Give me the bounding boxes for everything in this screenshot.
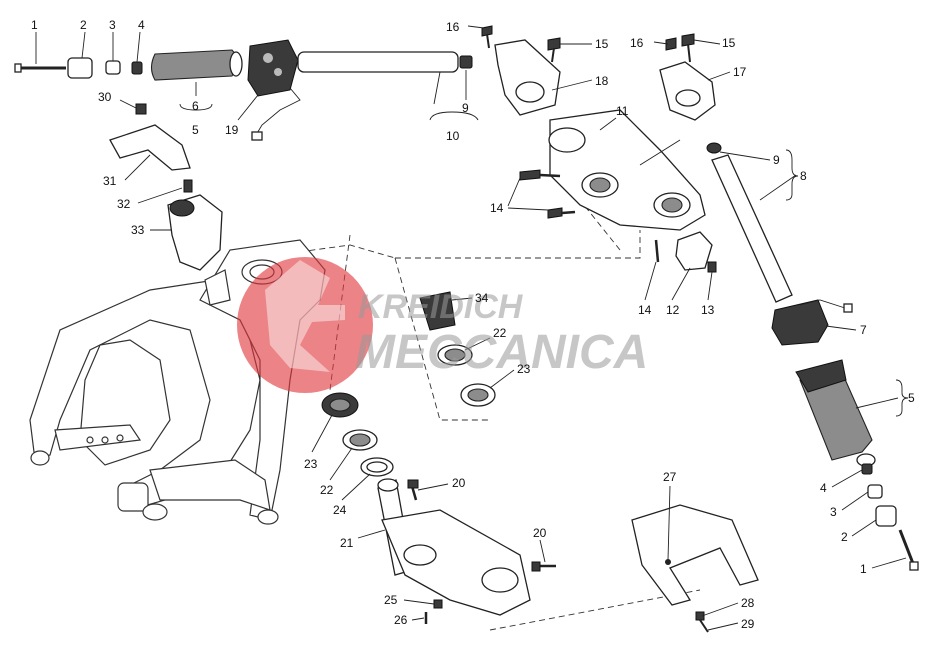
left-handlebar-assembly bbox=[14, 39, 473, 141]
callout-28: 28 bbox=[741, 596, 755, 610]
callout-26: 26 bbox=[394, 613, 408, 627]
callout-15-center: 15 bbox=[595, 37, 609, 51]
left-grip bbox=[150, 49, 238, 81]
leader-lines bbox=[35, 25, 909, 631]
callout-11: 11 bbox=[616, 104, 629, 118]
watermark-line-1: KREIDICH bbox=[358, 288, 524, 326]
callout-18: 18 bbox=[595, 74, 609, 88]
callout-22-lower: 22 bbox=[320, 483, 334, 497]
callout-labels: 1 2 3 4 6 5 19 9 10 16 15 18 16 15 17 11… bbox=[31, 18, 915, 631]
callout-12: 12 bbox=[666, 303, 680, 317]
callout-7: 7 bbox=[860, 323, 867, 337]
bar-end-weight bbox=[67, 57, 93, 79]
callout-13: 13 bbox=[701, 303, 715, 317]
callout-9-top: 9 bbox=[462, 101, 469, 115]
disc-guard bbox=[631, 504, 759, 633]
right-handlebar-assembly bbox=[706, 142, 919, 571]
watermark-logo: KREIDICH MECCANICA bbox=[237, 257, 648, 393]
callout-20-lower: 20 bbox=[533, 526, 547, 540]
callout-14-stop: 14 bbox=[638, 303, 652, 317]
lower-triple-clamp bbox=[381, 509, 531, 616]
callout-19: 19 bbox=[225, 123, 239, 137]
callout-31: 31 bbox=[103, 174, 117, 188]
watermark-circle bbox=[237, 257, 373, 393]
left-switch-unit bbox=[247, 39, 299, 97]
lower-yoke-assembly bbox=[377, 478, 556, 624]
callout-22-upper: 22 bbox=[493, 326, 507, 340]
callout-1-right: 1 bbox=[860, 562, 867, 576]
callout-16-right: 16 bbox=[630, 36, 644, 50]
watermark-line-2: MECCANICA bbox=[355, 326, 648, 379]
left-clamp bbox=[494, 39, 561, 116]
callout-2-right: 2 bbox=[841, 530, 848, 544]
callout-10: 10 bbox=[446, 129, 460, 143]
callout-3-left: 3 bbox=[109, 18, 116, 32]
callout-6: 6 bbox=[192, 99, 199, 113]
callout-32: 32 bbox=[117, 197, 131, 211]
callout-8: 8 bbox=[800, 169, 807, 183]
callout-27: 27 bbox=[663, 470, 677, 484]
callout-16-center: 16 bbox=[446, 20, 460, 34]
callout-1-left: 1 bbox=[31, 18, 38, 32]
callout-29: 29 bbox=[741, 617, 755, 631]
right-switch-unit bbox=[771, 299, 829, 346]
callout-14-yoke: 14 bbox=[490, 201, 504, 215]
callout-5-left: 5 bbox=[192, 123, 199, 137]
callout-33: 33 bbox=[131, 223, 145, 237]
key-bracket bbox=[109, 124, 191, 171]
stem-nut bbox=[419, 291, 456, 331]
callout-4-left: 4 bbox=[138, 18, 145, 32]
callout-24: 24 bbox=[333, 503, 347, 517]
callout-25: 25 bbox=[384, 593, 398, 607]
ignition-assembly bbox=[109, 103, 223, 271]
callout-17: 17 bbox=[733, 65, 747, 79]
left-handlebar-tube bbox=[297, 51, 459, 73]
callout-23-upper: 23 bbox=[517, 362, 531, 376]
callout-5-right: 5 bbox=[908, 391, 915, 405]
callout-15-right: 15 bbox=[722, 36, 736, 50]
upper-yoke-assembly bbox=[481, 25, 717, 273]
steering-bearings bbox=[321, 291, 496, 477]
callout-23-lower: 23 bbox=[304, 457, 318, 471]
callout-20-upper: 20 bbox=[452, 476, 466, 490]
callout-4-right: 4 bbox=[820, 481, 827, 495]
callout-9-right: 9 bbox=[773, 153, 780, 167]
right-handlebar-tube bbox=[711, 154, 793, 303]
callout-30: 30 bbox=[98, 90, 112, 104]
callout-3-right: 3 bbox=[830, 505, 837, 519]
callout-21: 21 bbox=[340, 536, 354, 550]
callout-34: 34 bbox=[475, 291, 489, 305]
steering-stop bbox=[675, 231, 713, 271]
callout-2-left: 2 bbox=[80, 18, 87, 32]
